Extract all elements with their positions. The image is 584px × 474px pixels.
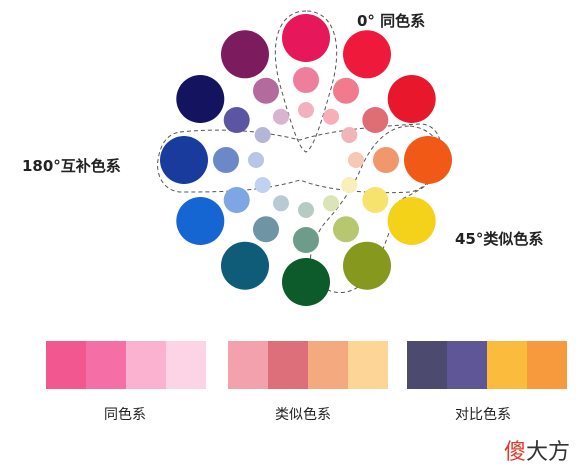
palette-swatch <box>348 341 388 389</box>
outer-color-circle <box>387 197 436 245</box>
inner-color-circle <box>248 152 264 168</box>
inner-color-circle <box>273 108 289 125</box>
analogous-label: 45°类似色系 <box>455 230 544 248</box>
inner-color-circle <box>341 127 358 143</box>
watermark-logo: 傻大方 <box>504 434 570 466</box>
middle-color-circle <box>213 147 239 173</box>
complementary-outline <box>157 123 442 194</box>
inner-color-circle <box>323 108 339 125</box>
inner-color-circle <box>254 177 271 193</box>
outer-color-circle <box>176 197 225 245</box>
palette-swatch <box>308 341 348 389</box>
palette-swatch <box>86 341 126 389</box>
inner-color-circle <box>298 202 314 218</box>
analogous-caption: 类似色系 <box>275 407 331 423</box>
contrast-palette <box>407 341 567 389</box>
middle-color-circle <box>293 67 319 93</box>
outer-color-circle <box>221 241 269 290</box>
palette-swatch <box>487 341 527 389</box>
complementary-label: 180°互补色系 <box>22 157 121 175</box>
outer-color-circle <box>404 136 452 184</box>
palette-swatch <box>166 341 206 389</box>
analogous-palette <box>228 341 388 389</box>
wheel-rings <box>160 14 452 306</box>
palette-swatch <box>447 341 487 389</box>
middle-color-circle <box>293 227 319 253</box>
same-hue-outline <box>274 10 338 153</box>
outer-color-circle <box>282 258 330 306</box>
middle-color-circle <box>362 107 389 133</box>
outer-color-circle <box>343 241 391 290</box>
inner-color-circle <box>348 152 364 168</box>
watermark-text: 大方 <box>525 440 570 465</box>
contrast-caption: 对比色系 <box>455 407 511 423</box>
palette-swatch <box>268 341 308 389</box>
watermark-char: 傻 <box>503 440 526 465</box>
inner-color-circle <box>273 195 289 212</box>
inner-color-circle <box>298 102 314 118</box>
same-hue-caption: 同色系 <box>104 407 146 423</box>
middle-color-circle <box>333 77 359 104</box>
middle-color-circle <box>253 77 279 104</box>
outer-color-circle <box>176 75 225 123</box>
outer-color-circle <box>160 136 208 184</box>
outer-color-circle <box>221 30 269 79</box>
same-hue-label: 0° 同色系 <box>357 12 426 30</box>
inner-color-circle <box>323 195 339 212</box>
middle-color-circle <box>362 187 389 213</box>
inner-color-circle <box>341 177 358 193</box>
inner-color-circle <box>254 127 271 143</box>
outer-color-circle <box>343 30 391 79</box>
selection-outlines <box>157 10 442 293</box>
middle-color-circle <box>223 107 250 133</box>
outer-color-circle <box>387 75 436 123</box>
middle-color-circle <box>333 216 359 243</box>
same-hue-palette <box>46 341 206 389</box>
palette-swatch <box>46 341 86 389</box>
palette-swatch <box>527 341 567 389</box>
middle-color-circle <box>223 187 250 213</box>
middle-color-circle <box>253 216 279 243</box>
palette-swatch <box>126 341 166 389</box>
palette-swatch <box>228 341 268 389</box>
palette-swatch <box>407 341 447 389</box>
middle-color-circle <box>373 147 399 173</box>
outer-color-circle <box>282 14 330 62</box>
